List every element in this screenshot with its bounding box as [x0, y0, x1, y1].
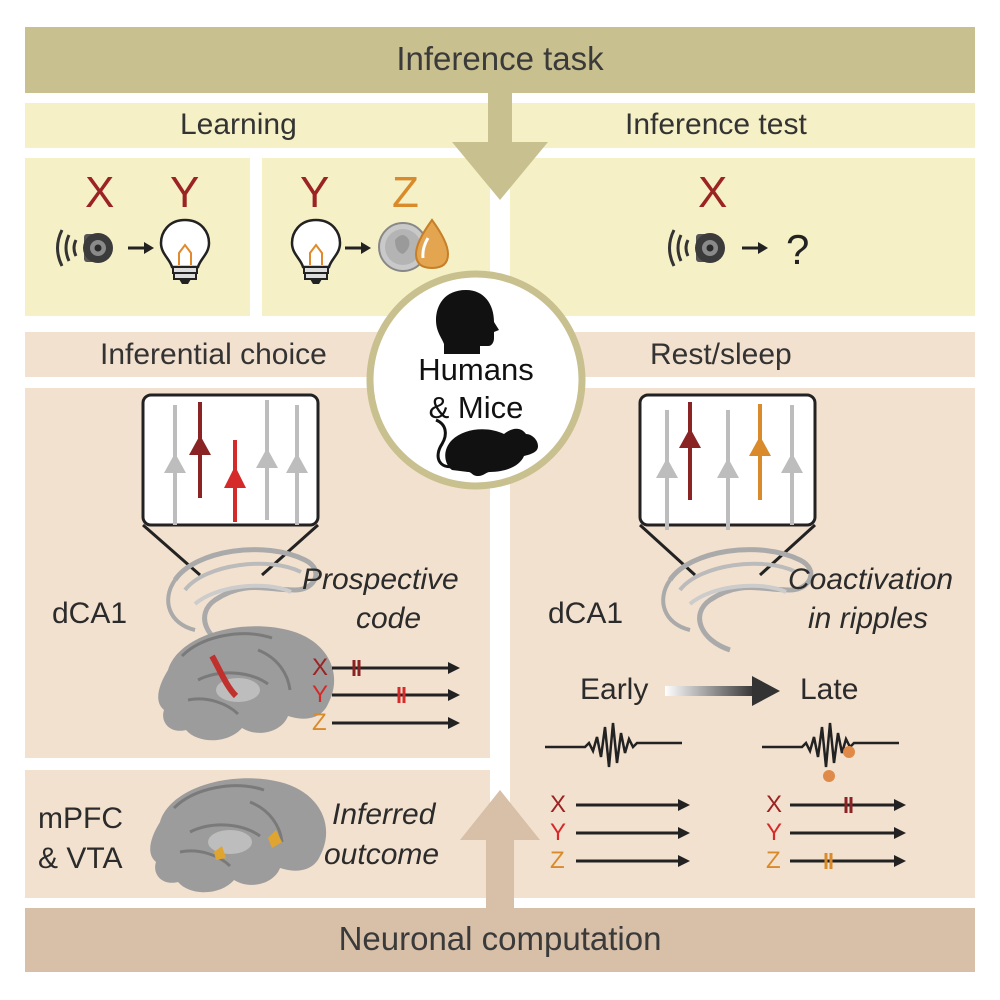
neuron-red [224, 440, 246, 522]
down-arrow [452, 90, 548, 200]
rest-sleep-label-band [510, 332, 975, 377]
late-row-x: X [766, 791, 783, 818]
question-mark: ? [786, 226, 810, 273]
up-arrow [460, 790, 540, 910]
learning-pair1-right: Y [170, 168, 200, 217]
ripple-early [545, 722, 682, 768]
neuron-inset-box [141, 393, 320, 527]
header-band [25, 27, 975, 93]
dca1-highlight [209, 654, 239, 699]
inference-label-band [510, 103, 975, 148]
center-label-line1: Humans [418, 352, 534, 387]
rest-sleep-label: Rest/sleep [650, 338, 792, 371]
ripple-dot-1 [843, 746, 855, 758]
learning-panel-1 [25, 158, 250, 316]
early-row-x: X [550, 791, 567, 818]
late-row-y: Y [766, 819, 783, 846]
late-label: Late [800, 673, 859, 706]
early-late-arrow [665, 686, 755, 696]
center-circle [366, 270, 586, 490]
early-row-z: Z [550, 847, 565, 874]
spike-rows-left [332, 660, 460, 729]
right-region-label: dCA1 [548, 597, 624, 630]
spike-rows-late [790, 797, 906, 869]
left-row-x: X [312, 654, 329, 681]
mouse-icon [435, 418, 538, 476]
left-caption-line1: Prospective [302, 563, 459, 596]
learning-pair1-left: X [85, 168, 115, 217]
mpfc-label-line1: mPFC [38, 802, 123, 835]
mpfc-label-line2: & VTA [38, 842, 123, 875]
left-region-label: dCA1 [52, 597, 128, 630]
neuron-orange [749, 404, 771, 500]
mpfc-caption-line1: Inferred [332, 798, 436, 831]
inference-panel [510, 158, 975, 316]
learning-pair2-right: Z [392, 168, 419, 217]
left-caption-line2: code [356, 602, 422, 635]
mpfc-caption-line2: outcome [324, 838, 440, 871]
early-label: Early [580, 673, 649, 706]
early-row-y: Y [550, 819, 567, 846]
mpfc-highlight [268, 830, 282, 848]
learning-label-band [25, 103, 490, 148]
footer-title: Neuronal computation [338, 920, 662, 957]
learning-label: Learning [180, 108, 297, 141]
footer-band [25, 908, 975, 972]
liquid-drop-icon [414, 218, 450, 270]
header-title: Inference task [396, 40, 604, 77]
neuron-dark-red [679, 402, 701, 500]
vta-highlight [214, 846, 226, 860]
ripple-late [762, 722, 899, 768]
ripple-dot-2 [823, 770, 835, 782]
right-caption-line1: Coactivation [788, 563, 954, 596]
human-head-icon [436, 290, 499, 354]
left-row-y: Y [312, 681, 329, 708]
coin-icon [378, 222, 428, 272]
left-row-z: Z [312, 709, 327, 736]
learning-pair2-left: Y [300, 168, 330, 217]
right-caption-line2: in ripples [808, 602, 929, 635]
center-label-line2: & Mice [428, 390, 524, 425]
inference-test-label: Inference test [625, 108, 807, 141]
neuron-dark-red [189, 402, 211, 498]
inferential-choice-label: Inferential choice [100, 338, 327, 371]
inference-letter: X [698, 168, 728, 217]
late-row-z: Z [766, 847, 781, 874]
spike-rows-early [576, 799, 690, 867]
